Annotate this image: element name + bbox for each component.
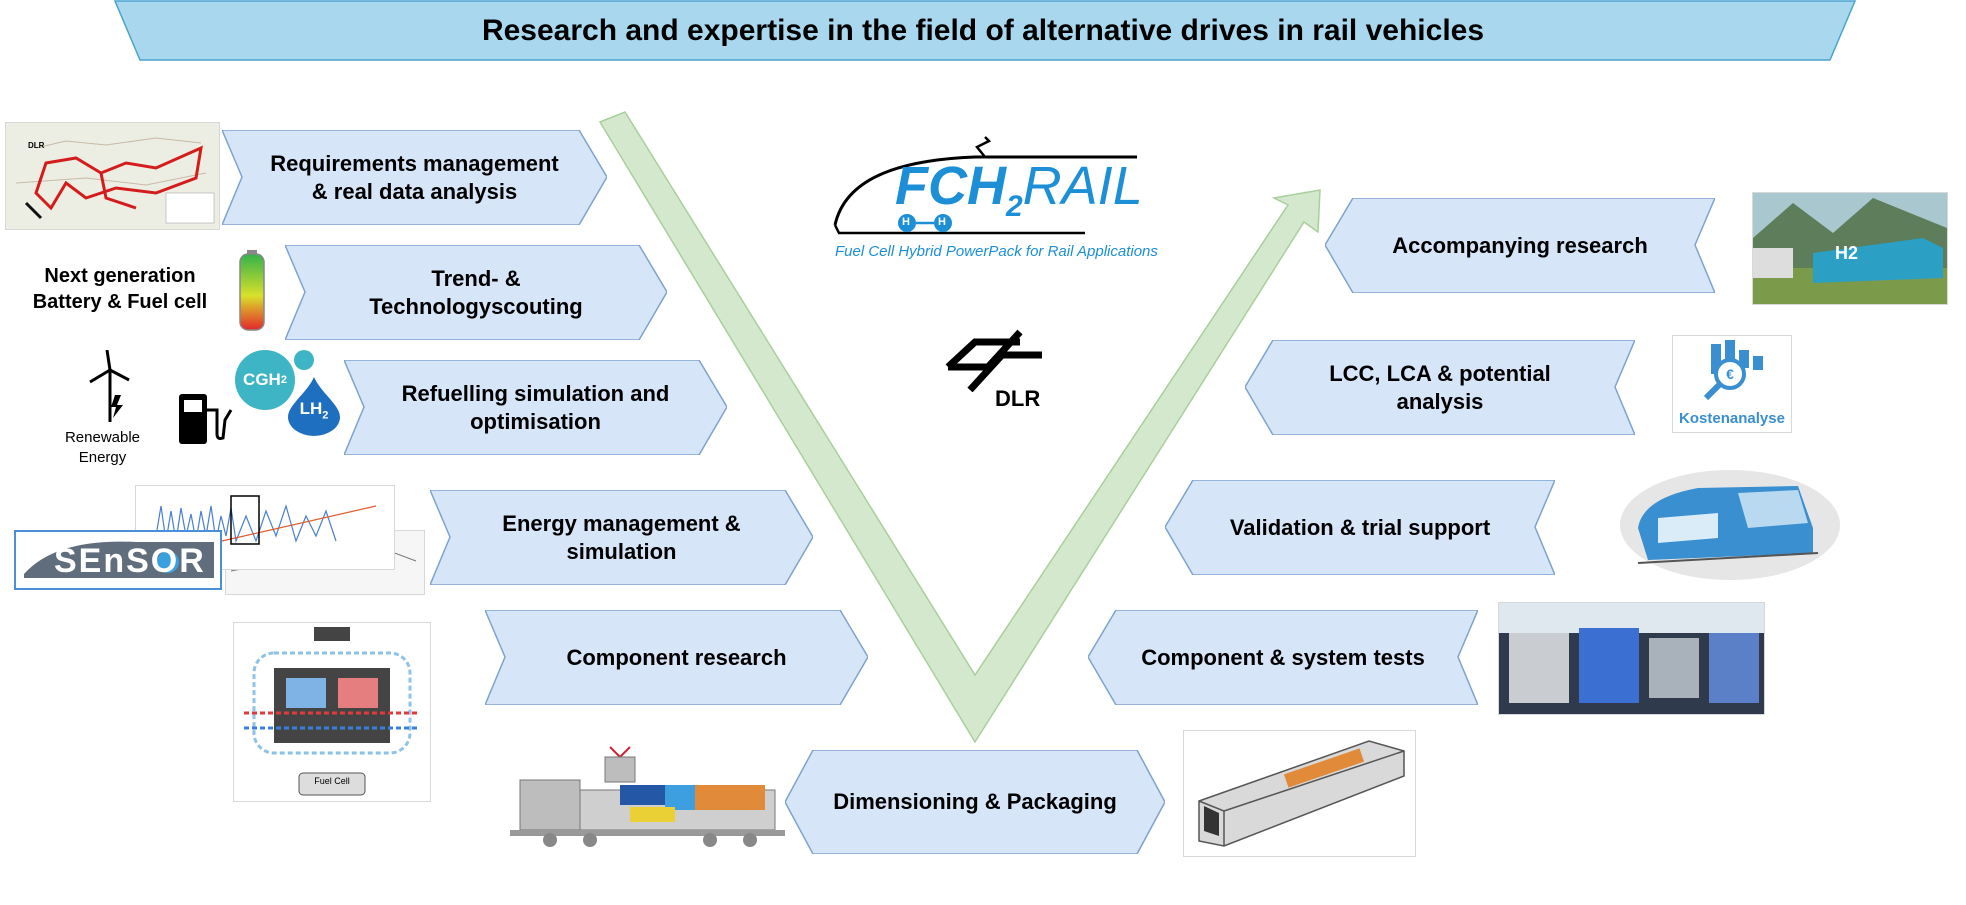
kostenanalyse-label: Kostenanalyse [1679, 410, 1785, 427]
box-label: Validation & trial support [1229, 514, 1491, 540]
box-refuelling-simulation: Refuelling simulation and optimisation [344, 360, 727, 455]
train-packaging-image [1183, 730, 1416, 857]
fch-icon-h1: H [902, 216, 910, 228]
box-label: Component & system tests [1141, 644, 1425, 670]
box-label: Energy management & simulation [502, 510, 741, 564]
box-component-system-tests: Component & system tests [1088, 610, 1478, 705]
box-label: Dimensioning & Packaging [833, 789, 1117, 814]
fuel-pump-icon [175, 390, 235, 448]
h2-train-text: H2 [1835, 243, 1859, 263]
battery-icon [238, 250, 266, 332]
box-lcc-lca-analysis: LCC, LCA & potential analysis [1245, 340, 1635, 435]
renewable-energy-label: Renewable Energy [64, 429, 141, 466]
box-dimensioning-packaging: Dimensioning & Packaging [785, 750, 1165, 854]
box-energy-management: Energy management & simulation [430, 490, 813, 585]
box-trend-technologyscouting: Trend- & Technologyscouting [285, 245, 667, 340]
sensor-text: SEnSOR [54, 542, 206, 580]
fch-text: FCH2RAIL [895, 156, 1143, 223]
box-label: Component research [566, 644, 787, 670]
box-label: Trend- & Technologyscouting [369, 265, 583, 319]
fuel-cell-caption: Fuel Cell [314, 776, 350, 786]
box-validation-trial: Validation & trial support [1165, 480, 1555, 575]
svg-text:€: € [1726, 366, 1734, 382]
locomotive-image [510, 745, 785, 850]
battery-fuel-cell-label: Next generation Battery & Fuel cell [32, 265, 208, 313]
dlr-text: DLR [995, 386, 1041, 411]
title-banner: Research and expertise in the field of a… [0, 0, 1966, 70]
test-bench-photo [1498, 602, 1765, 715]
small-bubble [294, 350, 314, 370]
dlr-logo: DLR [940, 322, 1050, 412]
fch-icon-h2: H [938, 216, 946, 228]
box-accompanying-research: Accompanying research [1325, 198, 1715, 293]
route-map-image: DLR [5, 122, 220, 230]
box-requirements-management: Requirements management & real data anal… [222, 130, 607, 225]
box-label: Accompanying research [1392, 232, 1648, 258]
sensor-logo: SEnSOR [14, 530, 222, 590]
fuel-cell-system-image: Fuel Cell [233, 622, 431, 802]
page-title: Research and expertise in the field of a… [481, 14, 1485, 47]
box-label: LCC, LCA & potential analysis [1329, 360, 1551, 414]
kostenanalyse-image: € Kostenanalyse [1672, 335, 1792, 433]
validation-train-image [1618, 468, 1843, 583]
h2-train-photo: H2 [1752, 192, 1948, 305]
lh2-drop-icon: LH2 [285, 375, 343, 437]
box-label: Refuelling simulation and optimisation [401, 380, 670, 434]
fch-tagline: Fuel Cell Hybrid PowerPack for Rail Appl… [835, 243, 1158, 260]
box-component-research: Component research [485, 610, 868, 705]
map-dlr-text: DLR [28, 141, 45, 150]
box-label: Requirements management & real data anal… [270, 150, 559, 204]
wind-turbine-icon [85, 349, 135, 425]
fch2rail-logo: FCH2RAIL H H Fuel Cell Hybrid PowerPack … [825, 125, 1175, 265]
